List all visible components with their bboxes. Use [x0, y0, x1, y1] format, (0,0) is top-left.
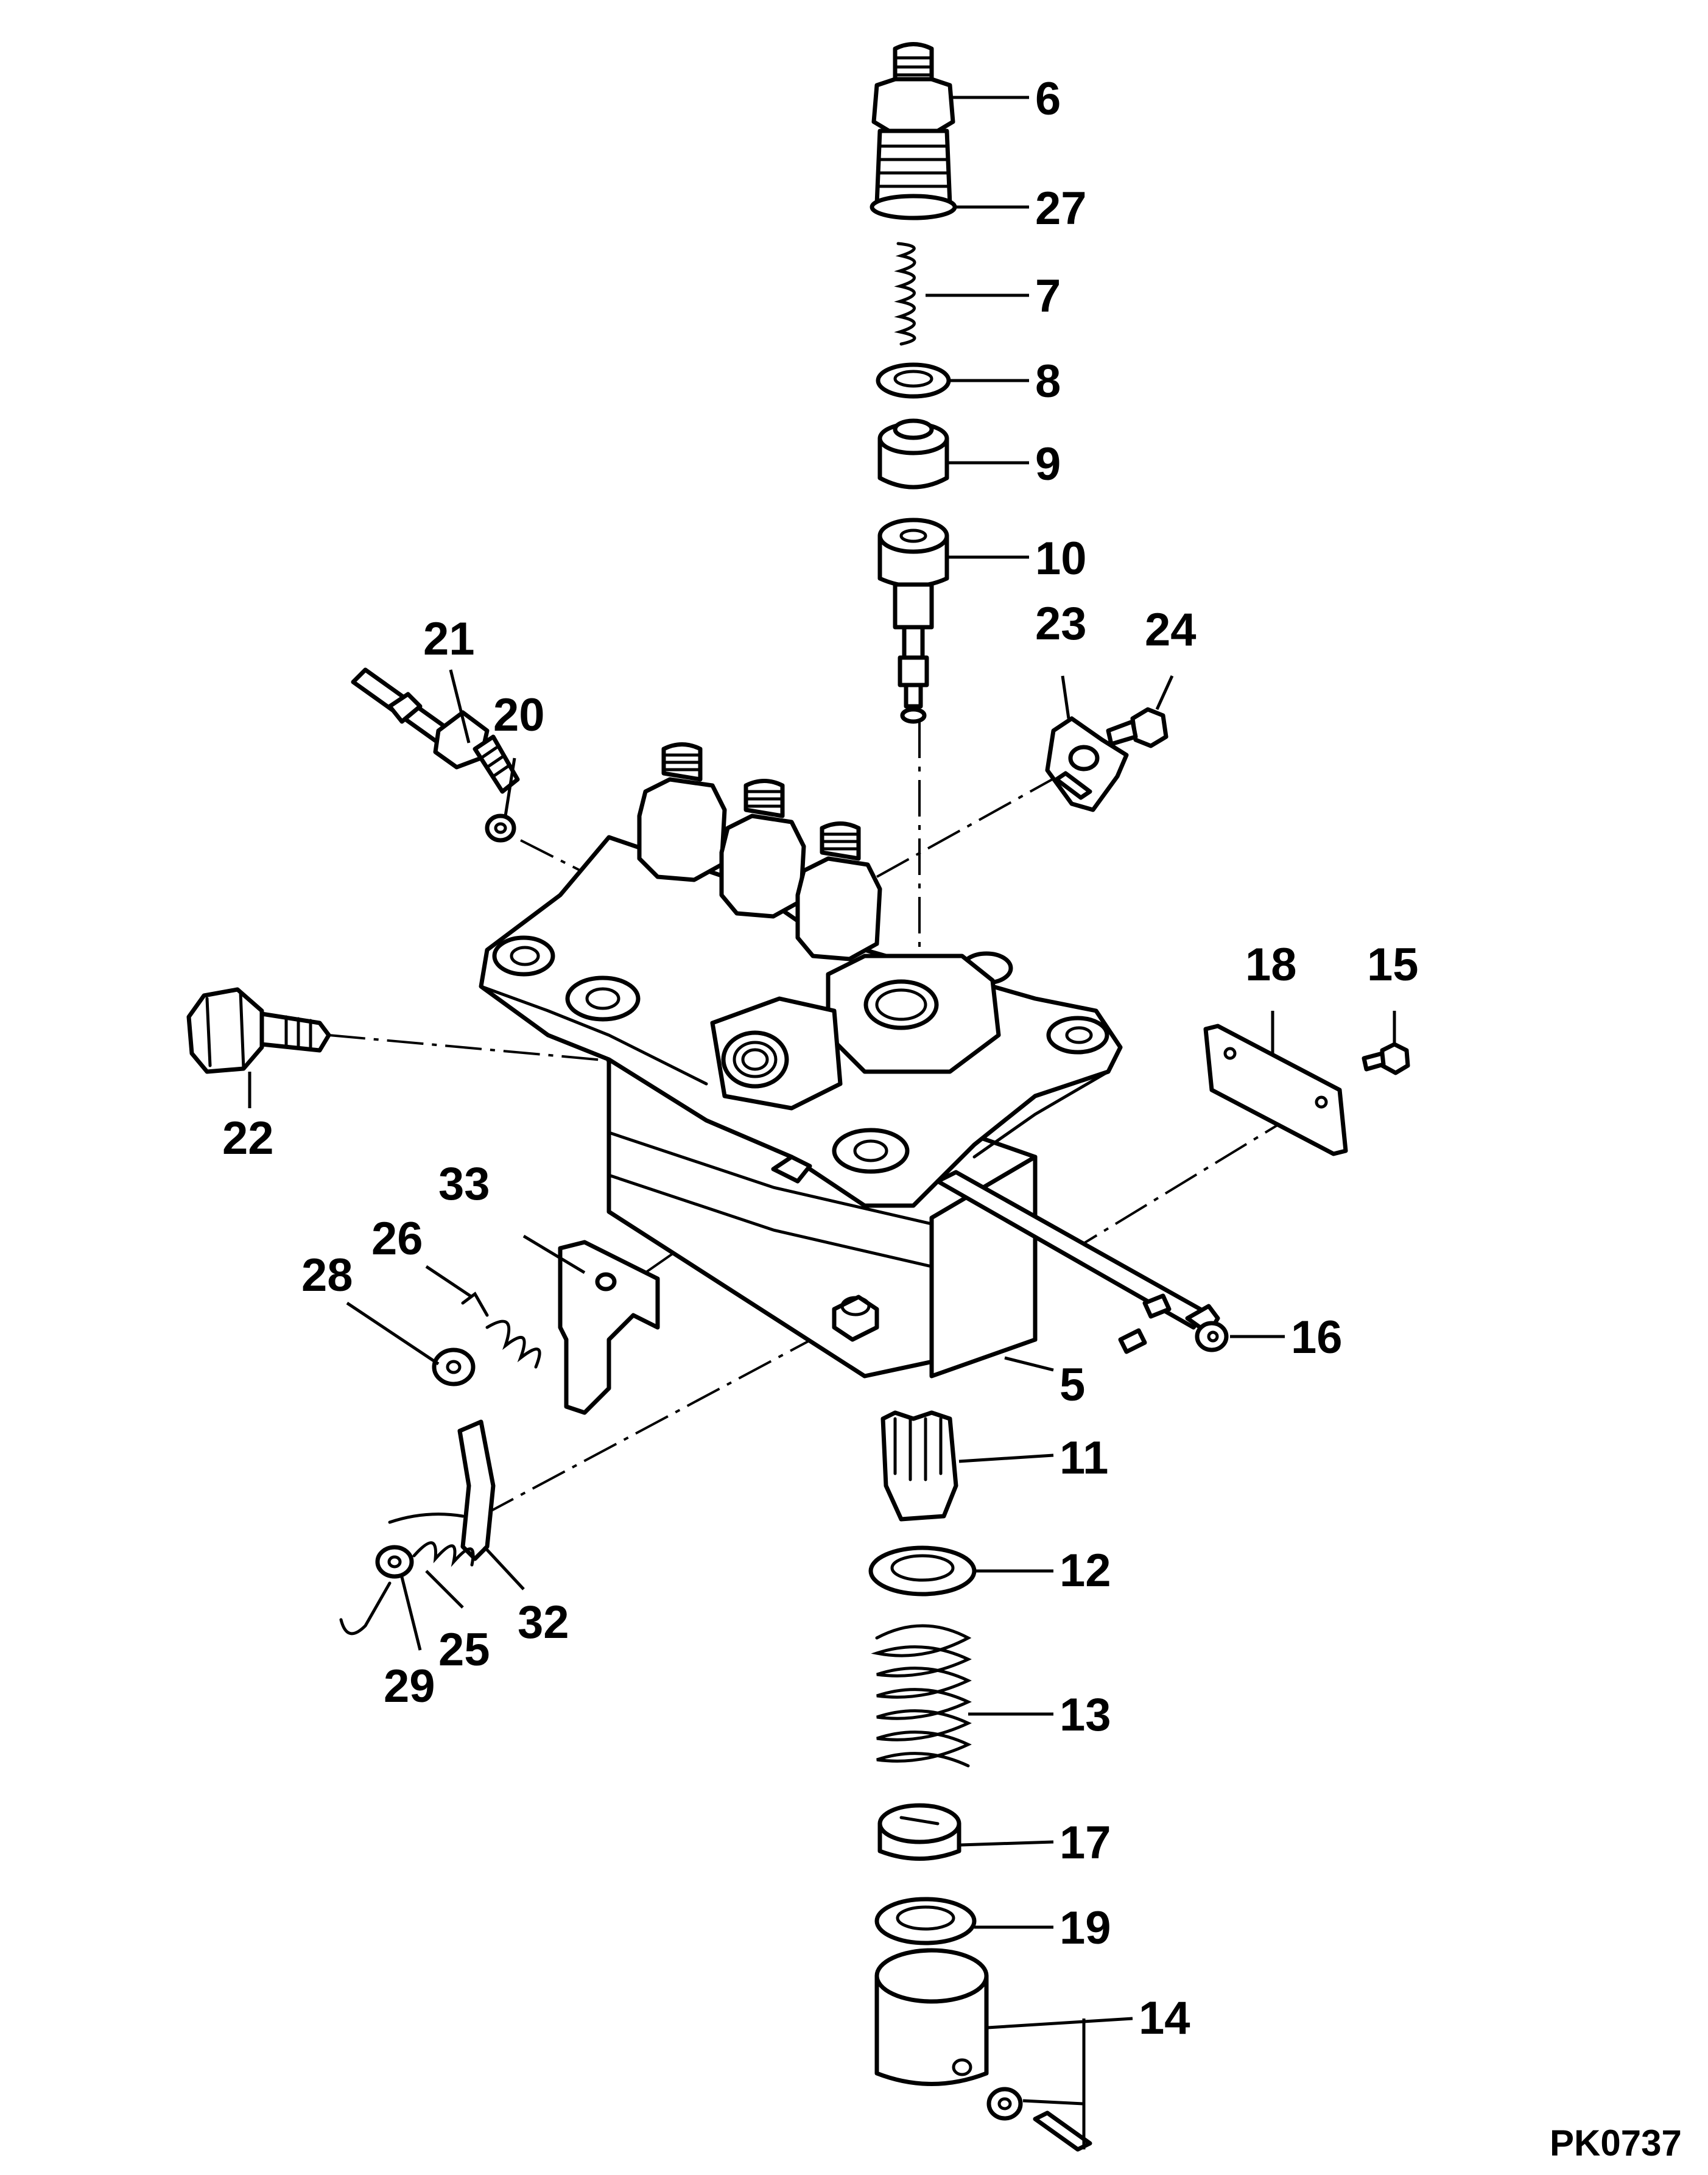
part-12-washer [868, 1545, 977, 1597]
part-8-washer [876, 362, 951, 399]
callout-19: 19 [1060, 1902, 1111, 1954]
callout-22: 22 [222, 1112, 274, 1164]
part-25-spring [412, 1541, 475, 1567]
callout-25: 25 [438, 1624, 490, 1676]
drawing-reference: PK0737 [1550, 2123, 1682, 2163]
part-29-nut [339, 1545, 414, 1636]
part-19-washer [874, 1897, 977, 1945]
part-13-spring [871, 1624, 972, 1768]
callout-labels: 6 27 7 8 9 10 21 20 23 24 18 15 22 33 26… [222, 73, 1682, 2163]
callout-18: 18 [1245, 939, 1297, 991]
part-20-washer [485, 813, 516, 843]
part-17-spring-seat [877, 1803, 961, 1861]
callout-7: 7 [1035, 270, 1061, 322]
callout-17: 17 [1060, 1817, 1111, 1869]
part-11-pinion [880, 1410, 958, 1522]
callout-23: 23 [1035, 598, 1087, 650]
callout-27: 27 [1035, 183, 1087, 234]
callout-21: 21 [423, 613, 475, 665]
callout-28: 28 [301, 1249, 353, 1301]
callout-16: 16 [1291, 1312, 1343, 1363]
callout-29: 29 [384, 1660, 435, 1712]
part-24-screw [1106, 707, 1169, 748]
part-32-lever [388, 1419, 496, 1561]
callout-10: 10 [1035, 533, 1087, 585]
part-18-plate [1203, 1024, 1348, 1156]
part-27-gasket [870, 194, 957, 220]
callout-32: 32 [518, 1597, 569, 1648]
part-14-tappet [874, 1948, 1092, 2152]
callout-11: 11 [1060, 1432, 1108, 1484]
part-23-plate [1045, 716, 1129, 812]
part-21-fitting [351, 667, 520, 794]
callout-8: 8 [1035, 356, 1061, 407]
part-6-delivery-valve-holder [871, 42, 955, 206]
callout-26: 26 [371, 1213, 423, 1265]
callout-12: 12 [1060, 1545, 1111, 1597]
callout-14: 14 [1139, 1992, 1190, 2044]
part-10-plunger [877, 518, 949, 724]
part-26-spring [461, 1291, 541, 1369]
callout-13: 13 [1060, 1689, 1111, 1741]
callout-6: 6 [1035, 73, 1061, 125]
callout-20: 20 [493, 689, 545, 741]
part-22-banjo-bolt [186, 987, 331, 1074]
part-33-lever-plate [558, 1240, 660, 1415]
callout-33: 33 [438, 1158, 490, 1210]
part-7-spring [894, 242, 916, 346]
part-9-valve [877, 418, 949, 490]
callout-15: 15 [1367, 939, 1419, 991]
callout-5: 5 [1060, 1359, 1085, 1411]
callout-9: 9 [1035, 438, 1061, 490]
part-15-screw [1362, 1042, 1410, 1075]
leader-lines [248, 96, 1396, 2149]
part-16-control-rod [935, 1170, 1229, 1354]
callout-24: 24 [1145, 604, 1197, 656]
part-28-washer [432, 1348, 476, 1386]
delivery-valve-holders [637, 742, 882, 961]
